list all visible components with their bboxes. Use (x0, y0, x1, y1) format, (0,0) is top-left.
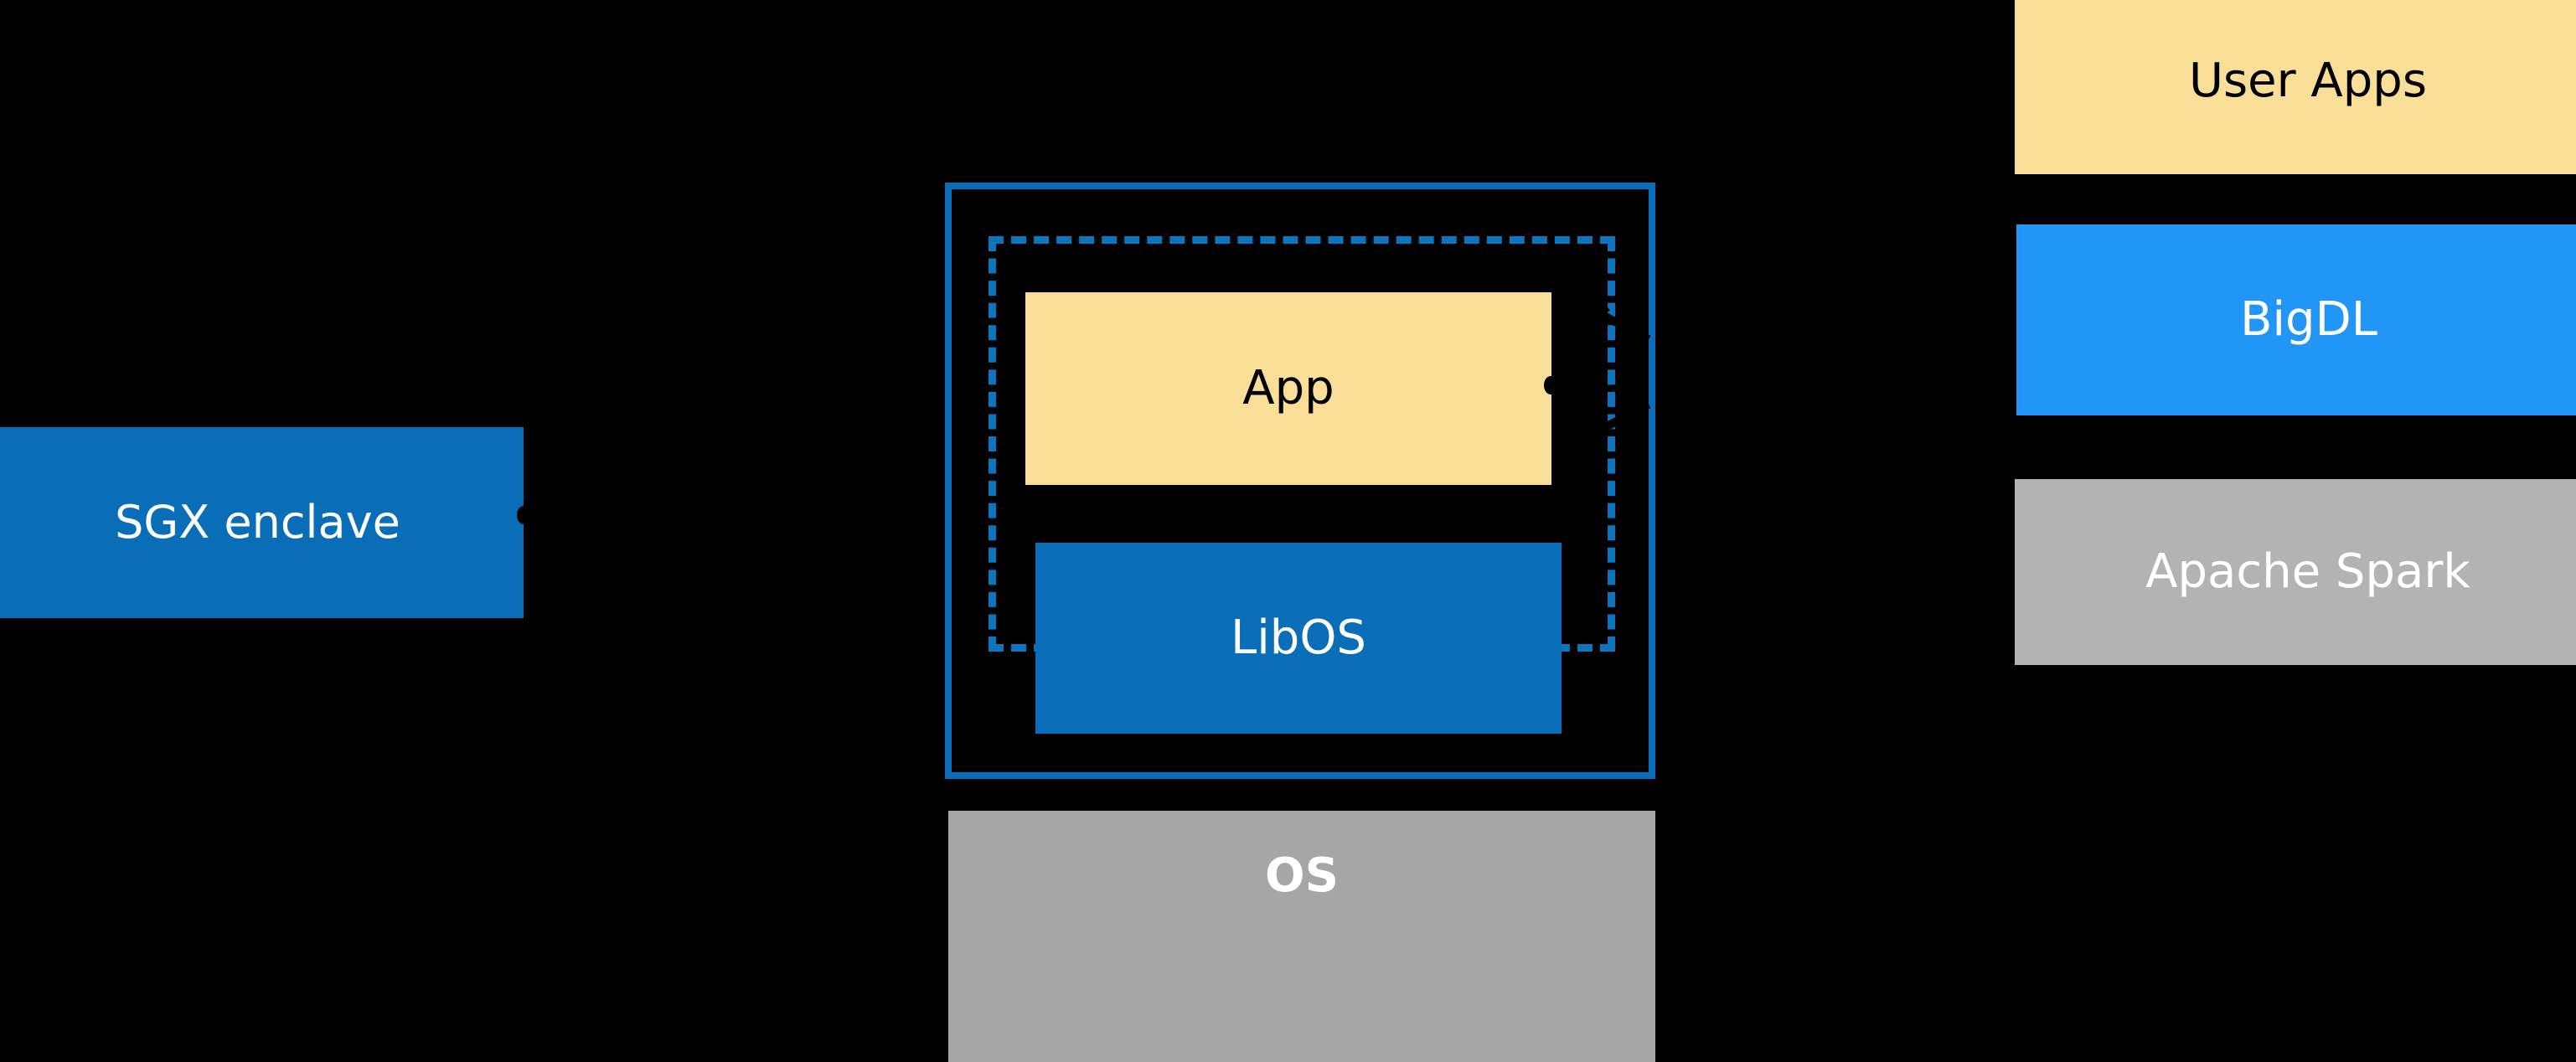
user-apps-label: User Apps (2188, 54, 2428, 108)
apache-spark-box[interactable]: Apache Spark (2015, 479, 2576, 665)
sgx-enclave-arrowhead-icon (517, 506, 530, 524)
enclave-frame-solid-border (945, 183, 1655, 779)
bigdl-box[interactable]: BigDL (2016, 224, 2576, 415)
app-label: App (1242, 361, 1334, 415)
apache-spark-label: Apache Spark (2145, 544, 2470, 599)
libos-label: LibOS (1231, 611, 1366, 665)
os-box[interactable]: OS (948, 811, 1655, 1062)
libos-box[interactable]: LibOS (1035, 543, 1562, 734)
bigdl-label: BigDL (2240, 292, 2377, 347)
sgx-enclave-box[interactable]: SGX enclave (0, 427, 524, 618)
os-label: OS (1265, 848, 1339, 903)
sgx-enclave-label: SGX enclave (115, 496, 400, 549)
app-arrowhead-icon (1544, 376, 1557, 394)
user-apps-box[interactable]: User Apps (2015, 0, 2576, 174)
app-box[interactable]: App (1025, 292, 1551, 485)
